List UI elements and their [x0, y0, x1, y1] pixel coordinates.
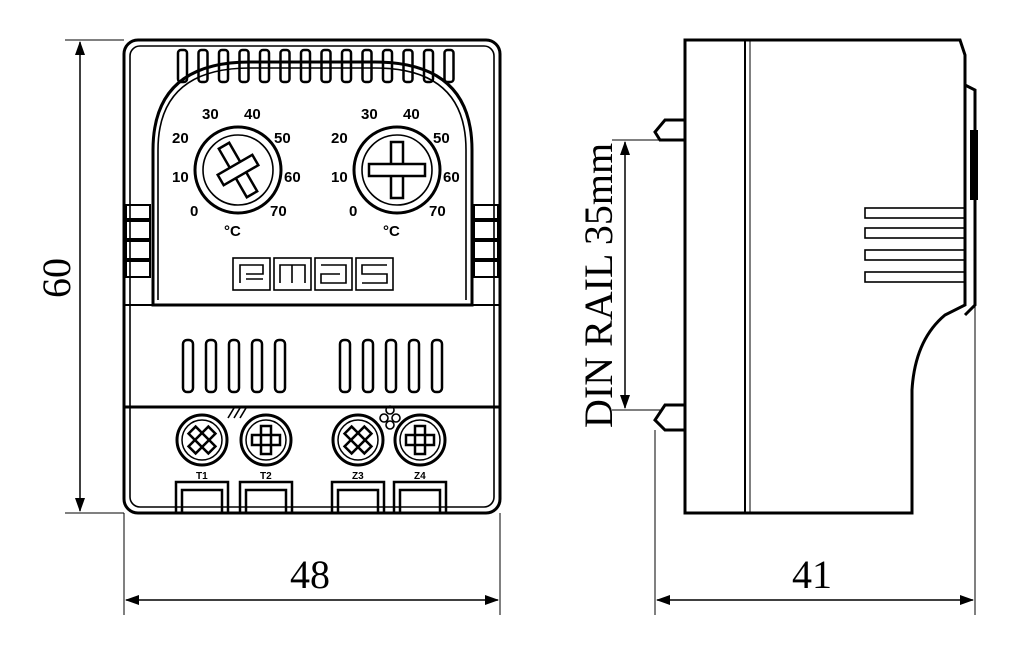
unit-celsius: °C: [224, 223, 241, 240]
cross-knob-icon: [215, 141, 261, 199]
vent-slot: [250, 338, 264, 394]
scale-60: 60: [443, 169, 460, 186]
scale-70: 70: [270, 203, 287, 220]
vent-slot: [273, 338, 287, 394]
scale-10: 10: [331, 169, 348, 186]
dial-panel: [151, 60, 474, 307]
vent-slot: [181, 338, 195, 394]
din-rail-clip-bottom: [653, 403, 685, 432]
scale-0: 0: [190, 203, 198, 220]
scale-20: 20: [331, 130, 348, 147]
terminal-clamp: [238, 480, 294, 513]
vent-slot: [443, 48, 455, 84]
scale-30: 30: [361, 106, 378, 123]
front-view: 0 10 20 30 40 50 60 70 °C 0 10 20 30 40 …: [122, 38, 502, 515]
terminal-screw-1[interactable]: T1: [174, 413, 230, 513]
vent-slot: [340, 48, 353, 84]
screw-cross-icon: [404, 424, 436, 456]
scale-10: 10: [172, 169, 189, 186]
dimension-height-label: 60: [34, 258, 79, 298]
terminal-clamp: [330, 480, 386, 513]
scale-40: 40: [403, 106, 420, 123]
side-vent-fins: [864, 207, 966, 283]
terminal-label: T2: [260, 471, 272, 482]
vent-slot: [320, 48, 332, 84]
screw-cross-icon: [186, 424, 218, 456]
vent-slot: [204, 338, 218, 394]
front-body-outline: [122, 38, 502, 515]
thermostat-dial-2[interactable]: 0 10 20 30 40 50 60 70 °C: [331, 106, 460, 240]
terminal-clamp: [392, 480, 448, 513]
fan-icon: [379, 405, 401, 430]
cross-knob-icon: [367, 140, 427, 200]
scale-70: 70: [429, 203, 446, 220]
vent-slot: [338, 338, 352, 394]
vent-slot: [227, 338, 241, 394]
side-clips-left: [125, 204, 151, 278]
screw-cross-icon: [250, 424, 282, 456]
screw-cross-icon: [342, 424, 374, 456]
scale-20: 20: [172, 130, 189, 147]
vent-slot: [407, 338, 421, 394]
terminal-screw-2[interactable]: T2: [238, 413, 294, 513]
top-vent-slots: [176, 48, 455, 84]
vent-slot: [422, 48, 435, 84]
vent-slot: [381, 48, 394, 84]
vent-slot: [299, 48, 312, 84]
terminal-label: Z3: [352, 471, 364, 482]
unit-celsius: °C: [383, 223, 400, 240]
side-view: [653, 38, 978, 515]
terminal-clamp: [174, 480, 230, 513]
scale-50: 50: [433, 130, 450, 147]
vent-slot: [384, 338, 398, 394]
vent-slot: [217, 48, 230, 84]
vent-slot: [361, 48, 373, 84]
emas-logo: [232, 257, 394, 291]
dimension-height: 60: [34, 39, 124, 514]
vent-slot: [279, 48, 291, 84]
din-rail-label: DIN RAIL 35mm: [576, 143, 621, 428]
vent-slot: [258, 48, 271, 84]
dimension-depth: 41: [654, 300, 976, 615]
vent-slot: [238, 48, 250, 84]
terminal-screw-3[interactable]: Z3: [330, 413, 386, 513]
terminal-label: T1: [196, 471, 208, 482]
terminal-label: Z4: [414, 471, 426, 482]
scale-50: 50: [274, 130, 291, 147]
vent-slot: [361, 338, 375, 394]
dimension-width-label: 48: [290, 552, 330, 597]
scale-40: 40: [244, 106, 261, 123]
terminal-screw-4[interactable]: Z4: [392, 413, 448, 513]
terminal-block: T1 T2 Z3 Z4: [174, 413, 448, 513]
heater-icon: [227, 407, 247, 419]
middle-vent-slots: [181, 338, 444, 394]
side-body-outline: [683, 38, 967, 515]
thermostat-dial-1[interactable]: 0 10 20 30 40 50 60 70 °C: [172, 106, 301, 240]
dimension-width: 48: [123, 513, 501, 615]
dimension-depth-label: 41: [792, 552, 832, 597]
vent-slot: [176, 48, 189, 84]
vent-slot: [430, 338, 444, 394]
side-clips-right: [473, 204, 499, 278]
scale-60: 60: [284, 169, 301, 186]
scale-0: 0: [349, 203, 357, 220]
din-rail-clip-top: [653, 118, 685, 142]
scale-30: 30: [202, 106, 219, 123]
dimension-din-rail: DIN RAIL 35mm: [576, 139, 660, 428]
